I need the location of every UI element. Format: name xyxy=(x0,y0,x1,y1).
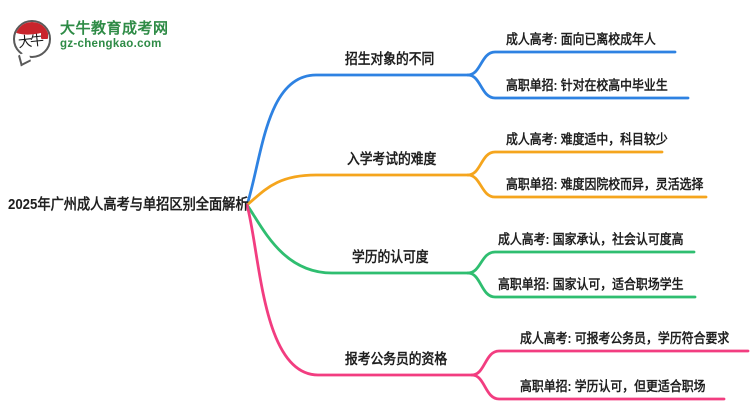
branch-2-main-line xyxy=(245,173,470,207)
branch-3-child-1-line xyxy=(466,250,696,275)
branch-1-child-2-line xyxy=(466,73,690,100)
branch-2-topic: 入学考试的难度 xyxy=(347,152,437,168)
branch-2-child-1-label: 成人高考: 难度适中，科目较少 xyxy=(506,132,668,147)
branch-2-child-2-label: 高职单招: 难度因院校而异，灵活选择 xyxy=(506,177,704,192)
branch-4-child-2-label: 高职单招: 学历认可，但更适合职场 xyxy=(520,379,706,394)
root-topic: 2025年广州成人高考与单招区别全面解析 xyxy=(8,196,249,213)
branch-4-child-1-label: 成人高考: 可报考公务员，学历符合要求 xyxy=(520,331,730,346)
branch-3-topic: 学历的认可度 xyxy=(352,250,429,266)
site-name: 大牛教育成考网 xyxy=(60,20,169,37)
branch-1-child-2-label: 高职单招: 针对在校高中毕业生 xyxy=(506,78,668,93)
branch-1-child-1-line xyxy=(466,50,677,77)
site-logo: 大牛 大牛教育成考网 gz-chengkao.com xyxy=(12,17,169,67)
branch-2-child-1-line xyxy=(466,150,664,177)
branch-1-topic: 招生对象的不同 xyxy=(345,52,435,68)
logo-seal-icon xyxy=(41,31,48,39)
branch-3-main-line xyxy=(245,203,470,275)
logo-characters: 大牛 xyxy=(17,31,43,51)
branch-4-child-1-line xyxy=(470,349,750,377)
branch-4-main-line xyxy=(245,203,474,377)
branch-2-child-2-line xyxy=(466,173,708,199)
site-domain: gz-chengkao.com xyxy=(60,38,162,50)
branch-4-topic: 报考公务员的资格 xyxy=(345,352,448,368)
branch-3-child-2-line xyxy=(466,271,697,299)
branch-1-main-line xyxy=(245,73,470,207)
branch-4-child-2-line xyxy=(470,373,726,401)
branch-3-child-2-label: 高职单招: 国家认可，适合职场学生 xyxy=(498,277,684,292)
logo-speech-bubble-icon: 大牛 xyxy=(12,17,54,67)
branch-1-child-1-label: 成人高考: 面向已离校成年人 xyxy=(506,32,656,47)
branch-3-child-1-label: 成人高考: 国家承认，社会认可度高 xyxy=(498,232,684,247)
